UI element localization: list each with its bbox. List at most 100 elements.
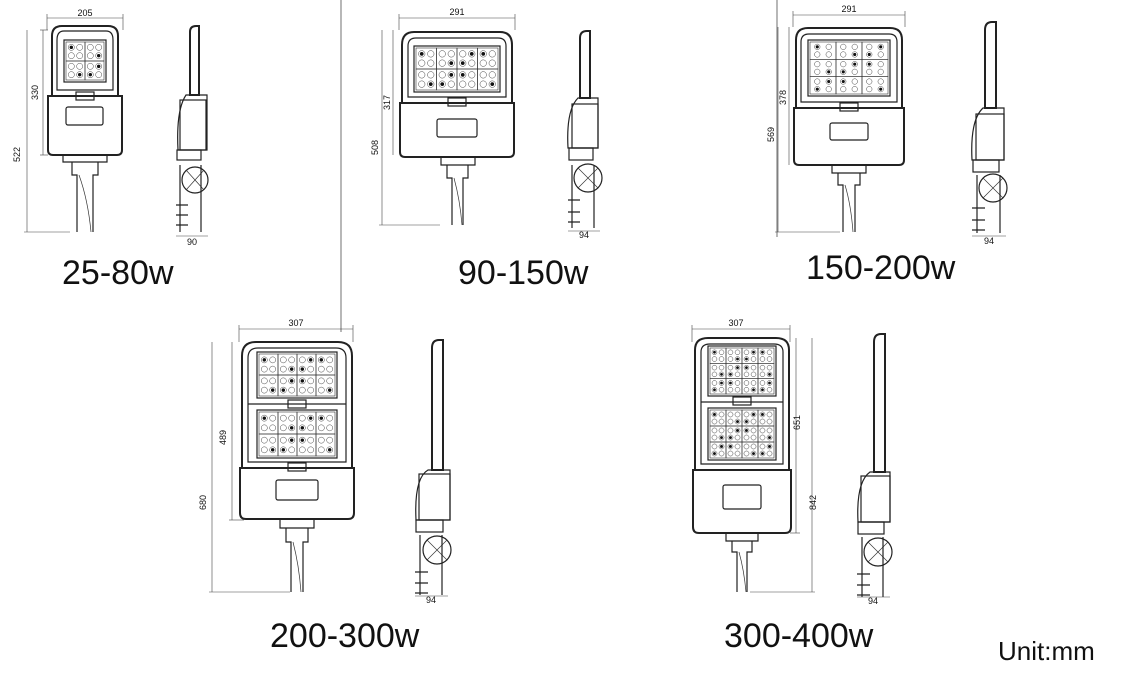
lens-cell bbox=[709, 441, 727, 459]
lens-cell bbox=[258, 374, 279, 397]
lens-cell bbox=[725, 363, 743, 379]
led-module bbox=[258, 411, 336, 457]
lens-cell bbox=[709, 378, 727, 395]
lens-cell bbox=[757, 425, 775, 443]
side-depth-dimension: 94 bbox=[426, 595, 436, 605]
lens-cell bbox=[296, 433, 317, 457]
side-view-25-80w: 90 bbox=[176, 25, 209, 247]
lens-cell bbox=[415, 47, 437, 70]
lens-cell bbox=[456, 47, 478, 70]
led-module bbox=[415, 47, 499, 91]
lens-cell bbox=[315, 374, 336, 397]
lens-cell bbox=[277, 374, 298, 397]
lens-cell bbox=[741, 378, 759, 395]
lens-cell bbox=[315, 433, 336, 457]
power-label: 300-400w bbox=[724, 617, 874, 655]
lens-cell bbox=[84, 60, 105, 81]
side-view-300-400w: 94 bbox=[857, 333, 893, 606]
lens-cell bbox=[258, 433, 279, 457]
total-height-dimension: 522 bbox=[12, 147, 22, 162]
lens-cell bbox=[757, 441, 775, 459]
width-dimension: 307 bbox=[728, 318, 743, 328]
led-module bbox=[709, 347, 775, 395]
lens-cell bbox=[296, 374, 317, 397]
lens-cell bbox=[315, 411, 336, 435]
front-view-90-150w: 291 317 508 bbox=[370, 7, 516, 226]
lens-cell bbox=[757, 378, 775, 395]
lens-cell bbox=[477, 47, 499, 70]
lens-cell bbox=[757, 363, 775, 379]
lens-cell bbox=[725, 441, 743, 459]
total-height-dimension: 569 bbox=[766, 127, 776, 142]
module-height-dimension: 489 bbox=[218, 430, 228, 445]
led-module bbox=[258, 353, 336, 397]
lens-cell bbox=[65, 60, 86, 81]
lens-cell bbox=[725, 409, 743, 427]
side-depth-dimension: 94 bbox=[868, 596, 878, 606]
lens-cell bbox=[741, 425, 759, 443]
total-height-dimension: 680 bbox=[198, 495, 208, 510]
lens-cell bbox=[741, 441, 759, 459]
front-view-150-200w: 291 378 569 bbox=[766, 4, 906, 233]
lens-cell bbox=[65, 41, 86, 62]
lens-cell bbox=[861, 59, 889, 77]
lens-cell bbox=[725, 378, 743, 395]
lens-cell bbox=[415, 68, 437, 91]
led-module bbox=[709, 409, 775, 459]
lens-cell bbox=[709, 425, 727, 443]
power-label: 150-200w bbox=[806, 249, 956, 287]
module-height-dimension: 651 bbox=[792, 415, 802, 430]
side-view-200-300w: 94 bbox=[415, 339, 452, 605]
lens-cell bbox=[84, 41, 105, 62]
module-height-dimension: 378 bbox=[778, 90, 788, 105]
lens-cell bbox=[725, 347, 743, 364]
lens-cell bbox=[477, 68, 499, 91]
lens-cell bbox=[809, 76, 837, 95]
lens-cell bbox=[835, 76, 863, 95]
side-depth-dimension: 90 bbox=[187, 237, 197, 247]
module-height-dimension: 317 bbox=[382, 95, 392, 110]
lens-cell bbox=[741, 363, 759, 379]
lens-cell bbox=[436, 47, 458, 70]
width-dimension: 205 bbox=[77, 8, 92, 18]
lens-cell bbox=[835, 41, 863, 60]
lens-cell bbox=[258, 411, 279, 435]
unit-label: Unit:mm bbox=[998, 636, 1095, 666]
lens-cell bbox=[436, 68, 458, 91]
front-view-25-80w: 205 330 522 bbox=[12, 8, 124, 233]
lens-cell bbox=[809, 41, 837, 60]
front-view-300-400w: 307 651 842 bbox=[691, 318, 818, 593]
lens-cell bbox=[809, 59, 837, 77]
lens-cell bbox=[741, 347, 759, 364]
lens-cell bbox=[277, 433, 298, 457]
lens-cell bbox=[709, 409, 727, 427]
lens-cell bbox=[725, 425, 743, 443]
lens-cell bbox=[296, 353, 317, 376]
total-height-dimension: 842 bbox=[808, 495, 818, 510]
lens-cell bbox=[861, 41, 889, 60]
lens-cell bbox=[296, 411, 317, 435]
width-dimension: 291 bbox=[449, 7, 464, 17]
led-module bbox=[809, 41, 889, 95]
lens-cell bbox=[709, 363, 727, 379]
lens-cell bbox=[456, 68, 478, 91]
width-dimension: 291 bbox=[841, 4, 856, 14]
lens-cell bbox=[709, 347, 727, 364]
total-height-dimension: 508 bbox=[370, 140, 380, 155]
lens-cell bbox=[315, 353, 336, 376]
width-dimension: 307 bbox=[288, 318, 303, 328]
lens-cell bbox=[757, 409, 775, 427]
front-view-200-300w: 307 489 680 bbox=[198, 318, 355, 593]
led-module bbox=[65, 41, 105, 81]
module-height-dimension: 330 bbox=[30, 85, 40, 100]
lens-cell bbox=[835, 59, 863, 77]
lens-cell bbox=[741, 409, 759, 427]
lens-cell bbox=[258, 353, 279, 376]
lens-cell bbox=[277, 353, 298, 376]
side-depth-dimension: 94 bbox=[984, 236, 994, 246]
power-label: 25-80w bbox=[62, 254, 174, 292]
side-view-90-150w: 94 bbox=[567, 30, 603, 240]
lens-cell bbox=[861, 76, 889, 95]
power-label: 200-300w bbox=[270, 617, 420, 655]
